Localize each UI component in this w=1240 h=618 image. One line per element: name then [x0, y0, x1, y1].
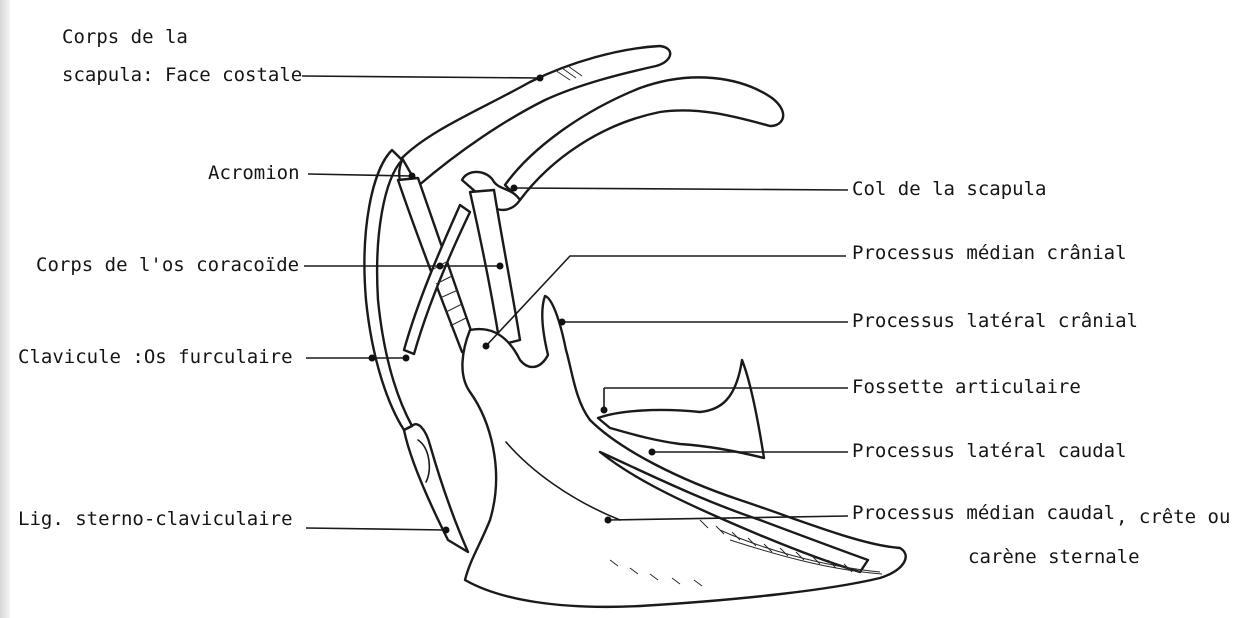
dot-clavicule-b — [403, 355, 410, 362]
leader-lig-sterno — [306, 528, 446, 530]
label-scapula-face-line2: scapula: Face costale — [62, 66, 302, 85]
dot-coracoide-a — [437, 263, 444, 270]
label-scapula-face-line1: Corps de la — [62, 28, 188, 47]
dot-scapula-face — [537, 75, 544, 82]
dot-col-scapula — [511, 185, 518, 192]
dot-proc-median-caudal — [605, 517, 612, 524]
label-col-scapula: Col de la scapula — [852, 180, 1046, 199]
label-proc-median-caudal: Processus médian caudal — [852, 504, 1115, 523]
label-proc-lateral-caudal: Processus latéral caudal — [852, 442, 1127, 461]
dot-acromion — [409, 173, 416, 180]
label-crete-suffix: , crête ou — [1116, 508, 1230, 527]
label-coracoide: Corps de l'os coracoïde — [36, 256, 299, 275]
leader-scapula-face — [302, 76, 540, 78]
dot-clavicule-a — [369, 355, 376, 362]
label-acromion: Acromion — [208, 164, 300, 183]
dot-proc-lateral-caudal — [649, 449, 656, 456]
dot-coracoide-b — [497, 263, 504, 270]
label-carene: carène sternale — [968, 548, 1140, 567]
label-lig-sterno: Lig. sterno-claviculaire — [18, 510, 293, 529]
dot-proc-median-cranial — [483, 343, 490, 350]
label-proc-lateral-cranial: Processus latéral crânial — [852, 312, 1138, 331]
leader-col-scapula — [514, 188, 848, 190]
leader-proc-median-cranial — [486, 256, 846, 346]
dot-proc-lateral-cranial — [559, 319, 566, 326]
label-fossette: Fossette articulaire — [852, 378, 1081, 397]
label-proc-median-cranial: Processus médian crânial — [852, 244, 1127, 263]
dot-lig-sterno — [443, 527, 450, 534]
leader-acromion — [308, 174, 412, 176]
label-clavicule: Clavicule :Os furculaire — [18, 348, 293, 367]
